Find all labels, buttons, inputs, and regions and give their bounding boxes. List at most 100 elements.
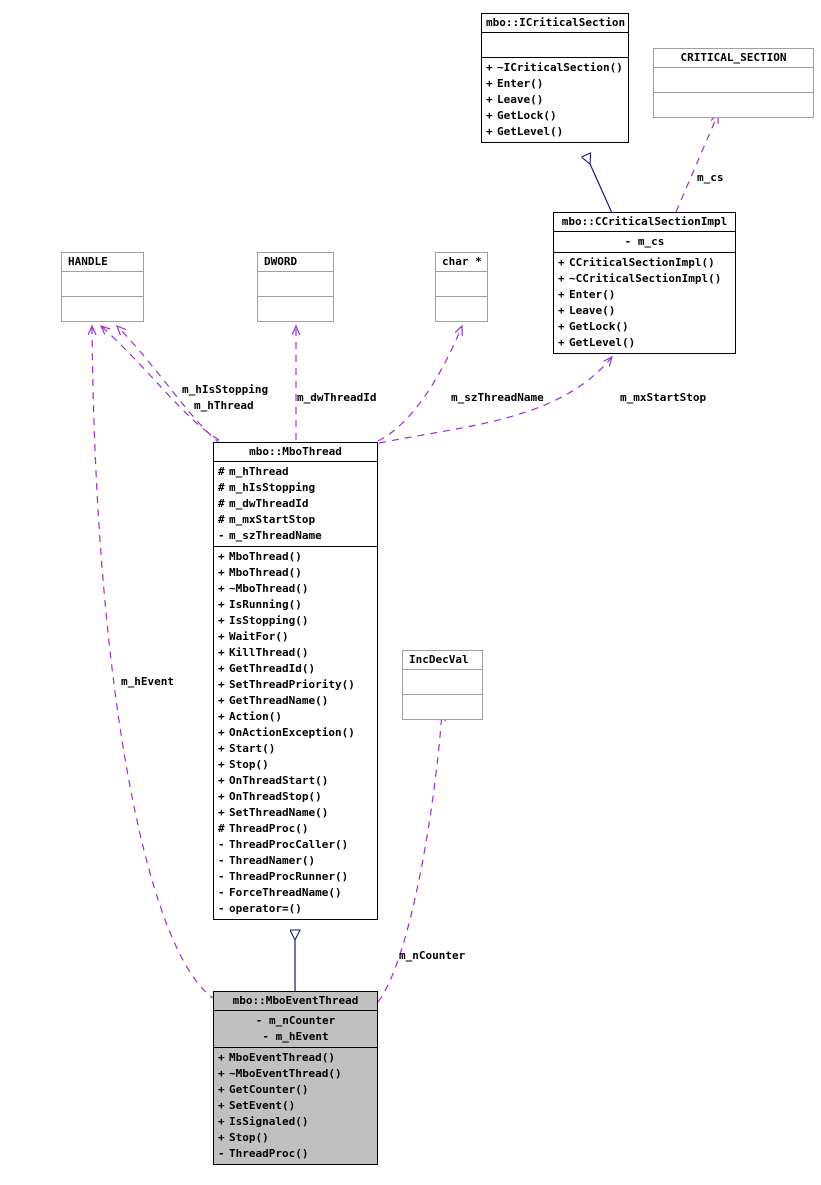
compartment-divider — [214, 461, 377, 462]
class-member: +MboThread() — [214, 549, 377, 565]
member-label: ThreadProc() — [229, 1147, 309, 1160]
compartment-divider — [436, 271, 487, 272]
class-member: +KillThread() — [214, 645, 377, 661]
attributes-compartment — [62, 272, 143, 296]
visibility-marker: + — [218, 646, 225, 659]
visibility-marker: + — [218, 566, 225, 579]
class-member: +Leave() — [554, 303, 735, 319]
member-label: SetEvent() — [229, 1099, 296, 1112]
class-member: - m_cs — [554, 234, 735, 250]
class-title: mbo::CCriticalSectionImpl — [561, 215, 728, 228]
member-label: ~MboThread() — [229, 582, 309, 595]
class-member: +Action() — [214, 709, 377, 725]
class-member: +OnThreadStart() — [214, 773, 377, 789]
member-label: m_dwThreadId — [229, 497, 309, 510]
class-member: +CCriticalSectionImpl() — [554, 255, 735, 271]
visibility-marker: - — [262, 1030, 269, 1043]
compartment-divider — [436, 296, 487, 297]
compartment-divider — [214, 1010, 377, 1011]
member-label: m_hIsStopping — [229, 481, 316, 494]
class-node-ccriticalsectionimpl[interactable]: mbo::CCriticalSectionImpl - m_cs +CCriti… — [553, 212, 736, 354]
compartment-divider — [258, 271, 333, 272]
class-title: mbo::MboThread — [249, 445, 342, 458]
attributes-compartment — [482, 33, 628, 57]
class-member: +GetLock() — [554, 319, 735, 335]
methods-compartment — [436, 297, 487, 321]
visibility-marker: # — [218, 822, 225, 835]
visibility-marker: + — [218, 790, 225, 803]
class-node-dword[interactable]: DWORD — [257, 252, 334, 322]
member-label: OnThreadStart() — [229, 774, 329, 787]
class-member: +OnThreadStop() — [214, 789, 377, 805]
compartment-divider — [62, 296, 143, 297]
visibility-marker: + — [218, 710, 225, 723]
compartment-divider — [62, 271, 143, 272]
class-member: -ThreadProc() — [214, 1146, 377, 1162]
attributes-compartment: - m_cs — [554, 232, 735, 252]
member-label: MboEventThread() — [229, 1051, 335, 1064]
methods-compartment: + MboEventThread() + ~MboEventThread() +Ge… — [214, 1048, 377, 1164]
class-node-mboeventthread[interactable]: mbo::MboEventThread - m_nCounter - m_hEv… — [213, 991, 378, 1165]
attributes-compartment: #m_hThread #m_hIsStopping #m_dwThreadId … — [214, 462, 377, 546]
visibility-marker: + — [558, 288, 565, 301]
member-label: ThreadProc() — [229, 822, 309, 835]
visibility-marker: - — [218, 886, 225, 899]
class-member: +GetCounter() — [214, 1082, 377, 1098]
visibility-marker: - — [218, 529, 225, 542]
member-label: GetThreadId() — [229, 662, 316, 675]
class-member: +~MboThread() — [214, 581, 377, 597]
member-label: Leave() — [497, 93, 544, 106]
member-label: ~MboEventThread() — [229, 1067, 342, 1080]
member-label: IsRunning() — [229, 598, 302, 611]
member-label: m_hThread — [229, 465, 289, 478]
visibility-marker: + — [218, 598, 225, 611]
class-member: +SetThreadPriority() — [214, 677, 377, 693]
member-label: GetThreadName() — [229, 694, 329, 707]
visibility-marker: - — [624, 235, 632, 248]
class-member: +GetLevel() — [482, 124, 628, 140]
methods-compartment — [62, 297, 143, 321]
class-member: - m_hEvent — [214, 1029, 377, 1045]
methods-compartment — [403, 695, 482, 719]
methods-compartment: +~ICriticalSection() +Enter() +Leave() +… — [482, 58, 628, 142]
class-node-icriticalsection[interactable]: mbo::ICriticalSection +~ICriticalSection… — [481, 13, 629, 143]
class-member: #m_mxStartStop — [214, 512, 377, 528]
member-label: IsStopping() — [229, 614, 309, 627]
class-member: -ThreadNamer() — [214, 853, 377, 869]
visibility-marker: # — [218, 497, 225, 510]
class-node-char-pointer[interactable]: char * — [435, 252, 488, 322]
edge-label-m-szthreadname: m_szThreadName — [451, 391, 544, 404]
class-member: +Stop() — [214, 757, 377, 773]
visibility-marker: + — [218, 1051, 225, 1064]
member-label: ~ICriticalSection() — [497, 61, 623, 74]
member-label: Start() — [229, 742, 276, 755]
compartment-divider — [403, 694, 482, 695]
edge-assoc-m-cs — [675, 114, 718, 213]
visibility-marker: - — [218, 838, 225, 851]
class-member: -ThreadProcCaller() — [214, 837, 377, 853]
member-label: m_cs — [637, 235, 665, 248]
member-label: ThreadProcRunner() — [229, 870, 349, 883]
member-label: IsSignaled() — [229, 1115, 309, 1128]
class-node-incdecval[interactable]: IncDecVal — [402, 650, 483, 720]
member-label: CCriticalSectionImpl() — [569, 256, 715, 269]
member-label: WaitFor() — [229, 630, 289, 643]
class-node-mbothread[interactable]: mbo::MboThread # m_hThread # m_hIsStopping… — [213, 442, 378, 920]
class-member: +GetLevel() — [554, 335, 735, 351]
visibility-marker: + — [558, 272, 565, 285]
class-title: char * — [442, 255, 482, 268]
visibility-marker: + — [218, 1083, 225, 1096]
class-member: + SetEvent() — [214, 1098, 377, 1114]
class-member: - m_nCounter — [214, 1013, 377, 1029]
visibility-marker: + — [218, 1099, 225, 1112]
edge-inheritance-ccriticalsectionimpl — [586, 155, 613, 214]
member-label: ThreadProcCaller() — [229, 838, 349, 851]
member-label: m_nCounter — [269, 1014, 336, 1027]
class-node-critical-section[interactable]: CRITICAL_SECTION — [653, 48, 814, 118]
class-node-handle[interactable]: HANDLE — [61, 252, 144, 322]
edge-label-m-hthread: m_hThread — [194, 399, 254, 412]
visibility-marker: + — [486, 61, 493, 74]
attributes-compartment — [654, 68, 813, 92]
edge-label-m-ncounter: m_nCounter — [399, 949, 466, 962]
member-label: Leave() — [569, 304, 616, 317]
